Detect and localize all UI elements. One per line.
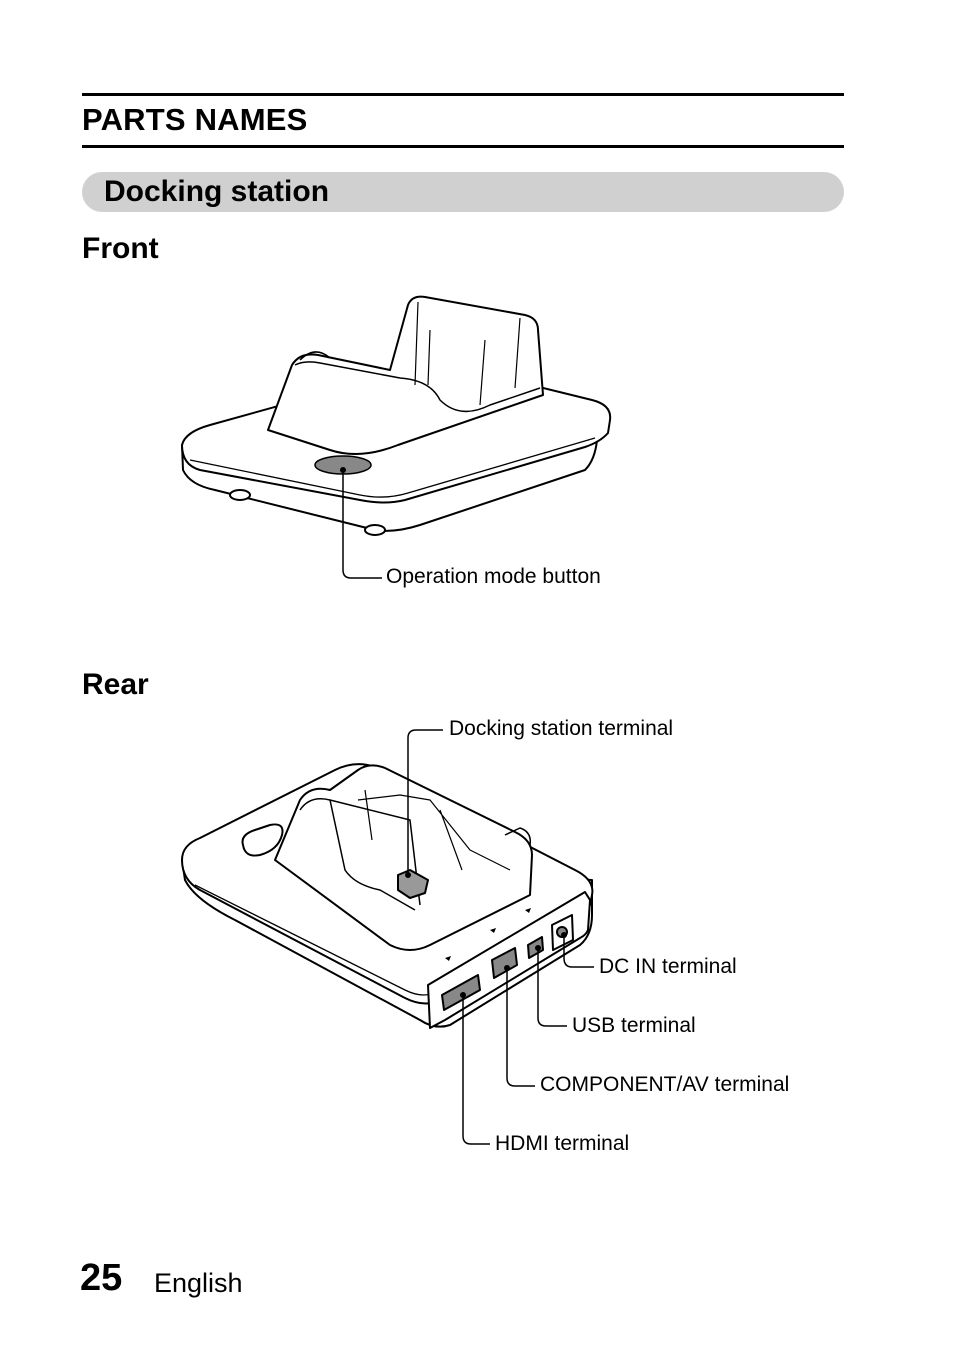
docking-station-terminal-label: Docking station terminal <box>449 717 674 740</box>
page-number: 25 <box>80 1257 123 1299</box>
subsection-bar: Docking station <box>82 172 844 212</box>
subsection-title: Docking station <box>104 175 330 208</box>
usb-terminal-label: USB terminal <box>572 1014 696 1037</box>
hdmi-terminal-label: HDMI terminal <box>495 1132 630 1155</box>
rear-heading: Rear <box>82 668 149 701</box>
dc-in-terminal-label: DC IN terminal <box>599 955 737 978</box>
front-heading: Front <box>82 232 159 265</box>
component-av-terminal-label: COMPONENT/AV terminal <box>540 1073 790 1096</box>
operation-mode-button-label: Operation mode button <box>386 565 601 588</box>
section-title: PARTS NAMES <box>82 102 308 137</box>
top-rule <box>82 93 844 96</box>
section-rule <box>82 145 844 148</box>
language-label: English <box>154 1268 243 1298</box>
